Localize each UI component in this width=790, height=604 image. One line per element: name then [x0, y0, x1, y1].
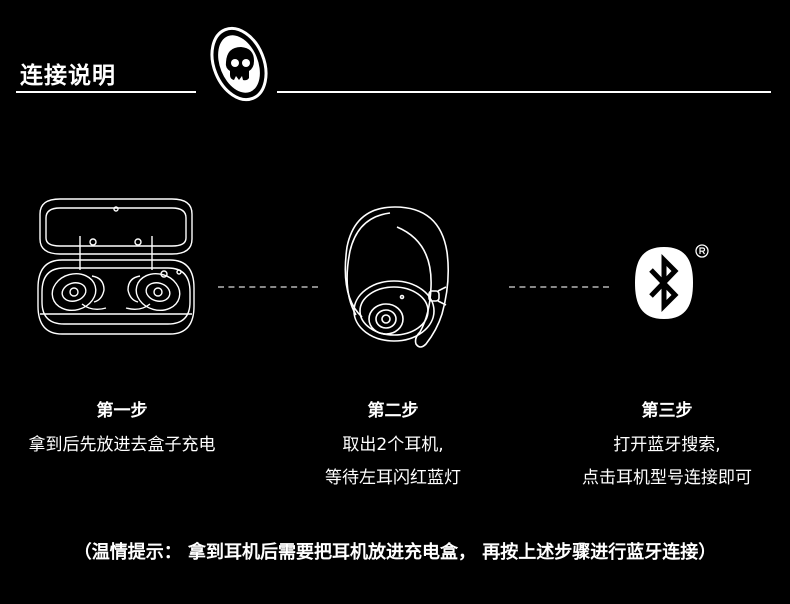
step-1-title: 第一步: [96, 401, 148, 421]
charging-case-illustration: [37, 198, 195, 335]
step-3-line-1: 打开蓝牙搜索,: [613, 435, 721, 455]
title-underline-right: [277, 91, 771, 93]
step-3-line-2: 点击耳机型号连接即可: [582, 468, 752, 488]
dashed-connector-1: [218, 286, 318, 288]
page-title: 连接说明: [20, 63, 116, 89]
tip-text: （温情提示： 拿到耳机后需要把耳机放进充电盒， 再按上述步骤进行蓝牙连接）: [73, 542, 717, 563]
bluetooth-icon: [635, 247, 693, 319]
dashed-connector-2: [509, 286, 609, 288]
step-2-line-2: 等待左耳闪红蓝灯: [325, 468, 461, 488]
title-underline-left: [16, 91, 196, 93]
step-3-title: 第三步: [641, 401, 693, 421]
step-2-title: 第二步: [367, 401, 419, 421]
earbud-illustration: [344, 206, 449, 348]
skull-logo-icon: [210, 26, 268, 102]
step-1-line-1: 拿到后先放进去盒子充电: [28, 435, 216, 455]
registered-mark-icon: [695, 244, 709, 258]
step-2-line-1: 取出2个耳机,: [342, 435, 444, 455]
